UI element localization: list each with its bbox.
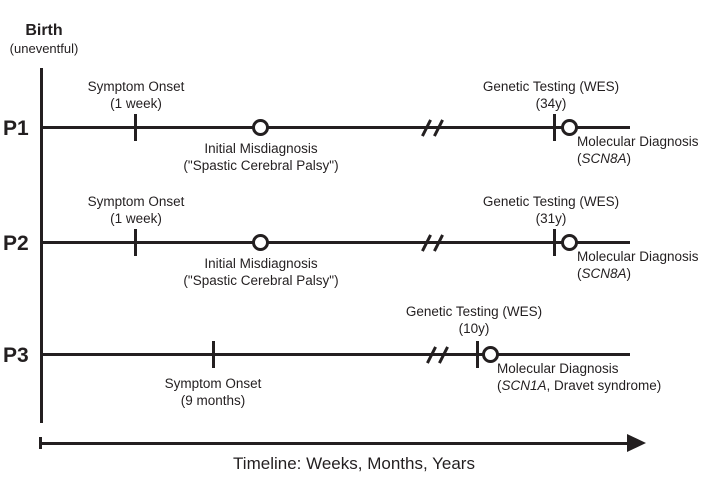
- genetic-testing-title: Genetic Testing (WES): [482, 79, 620, 94]
- genetic-testing-tick-p3: [476, 341, 479, 368]
- gene-prefix: (: [577, 266, 582, 281]
- symptom-onset-detail: (1 week): [110, 96, 162, 111]
- genetic-testing-detail: (10y): [458, 321, 490, 336]
- molecular-diagnosis-marker-p1: [561, 119, 578, 136]
- misdiagnosis-label-p2: Initial Misdiagnosis ("Spastic Cerebral …: [183, 255, 338, 289]
- molecular-diagnosis-gene: (SCN8A): [577, 150, 699, 167]
- symptom-onset-title: Symptom Onset: [164, 376, 262, 391]
- patient-label-p3: P3: [3, 344, 29, 367]
- genetic-testing-label-p2: Genetic Testing (WES) (31y): [483, 193, 619, 227]
- misdiagnosis-marker-p2: [252, 234, 269, 251]
- symptom-onset-tick-p3: [212, 341, 215, 368]
- gene-prefix: (: [577, 151, 582, 166]
- misdiagnosis-title: Initial Misdiagnosis: [204, 256, 318, 271]
- symptom-onset-detail: (1 week): [110, 211, 162, 226]
- genetic-testing-title: Genetic Testing (WES): [482, 194, 620, 209]
- timeline-line-p3: [42, 353, 630, 356]
- genetic-testing-tick-p2: [553, 229, 556, 256]
- molecular-diagnosis-title: Molecular Diagnosis: [577, 249, 699, 264]
- misdiagnosis-label-p1: Initial Misdiagnosis ("Spastic Cerebral …: [183, 140, 338, 174]
- molecular-diagnosis-title: Molecular Diagnosis: [497, 361, 619, 376]
- birth-axis-line: [40, 68, 43, 423]
- time-axis-label: Timeline: Weeks, Months, Years: [233, 454, 475, 473]
- symptom-onset-title: Symptom Onset: [87, 194, 185, 209]
- molecular-diagnosis-marker-p3: [482, 346, 499, 363]
- genetic-testing-label-p3: Genetic Testing (WES) (10y): [406, 303, 542, 337]
- molecular-diagnosis-label-p3: Molecular Diagnosis (SCN1A, Dravet syndr…: [497, 360, 661, 394]
- symptom-onset-label-p2: Symptom Onset (1 week): [88, 193, 185, 227]
- symptom-onset-tick-p2: [134, 229, 137, 256]
- birth-subtitle: (uneventful): [9, 41, 79, 56]
- misdiagnosis-detail: ("Spastic Cerebral Palsy"): [183, 158, 339, 173]
- gene-suffix: ): [626, 266, 632, 281]
- misdiagnosis-marker-p1: [252, 119, 269, 136]
- gene-prefix: (: [497, 378, 502, 393]
- symptom-onset-label-p3: Symptom Onset (9 months): [165, 375, 262, 409]
- gene-symbol: SCN1A: [501, 378, 547, 393]
- misdiagnosis-detail: ("Spastic Cerebral Palsy"): [183, 273, 339, 288]
- patient-label-p2: P2: [3, 232, 29, 255]
- genetic-testing-title: Genetic Testing (WES): [405, 304, 543, 319]
- birth-label: Birth (uneventful): [0, 23, 88, 57]
- gene-symbol: SCN8A: [581, 266, 627, 281]
- timeline-line-p1: [42, 126, 630, 129]
- symptom-onset-label-p1: Symptom Onset (1 week): [88, 78, 185, 112]
- time-arrow-line: [40, 442, 628, 445]
- molecular-diagnosis-label-p1: Molecular Diagnosis (SCN8A): [577, 133, 699, 167]
- genetic-testing-detail: (34y): [535, 96, 567, 111]
- molecular-diagnosis-gene: (SCN8A): [577, 265, 699, 282]
- molecular-diagnosis-title: Molecular Diagnosis: [577, 134, 699, 149]
- symptom-onset-detail: (9 months): [180, 393, 246, 408]
- patient-label-p1: P1: [3, 117, 29, 140]
- genetic-testing-detail: (31y): [535, 211, 567, 226]
- genetic-testing-tick-p1: [553, 114, 556, 141]
- symptom-onset-tick-p1: [134, 114, 137, 141]
- gene-suffix: ): [626, 151, 632, 166]
- molecular-diagnosis-marker-p2: [561, 234, 578, 251]
- gene-suffix: , Dravet syndrome): [546, 378, 662, 393]
- gene-symbol: SCN8A: [581, 151, 627, 166]
- symptom-onset-title: Symptom Onset: [87, 79, 185, 94]
- genetic-testing-label-p1: Genetic Testing (WES) (34y): [483, 78, 619, 112]
- birth-title: Birth: [25, 22, 63, 39]
- misdiagnosis-title: Initial Misdiagnosis: [204, 141, 318, 156]
- timeline-line-p2: [42, 241, 630, 244]
- molecular-diagnosis-label-p2: Molecular Diagnosis (SCN8A): [577, 248, 699, 282]
- molecular-diagnosis-gene: (SCN1A, Dravet syndrome): [497, 377, 661, 394]
- time-arrow-head-icon: [627, 434, 646, 452]
